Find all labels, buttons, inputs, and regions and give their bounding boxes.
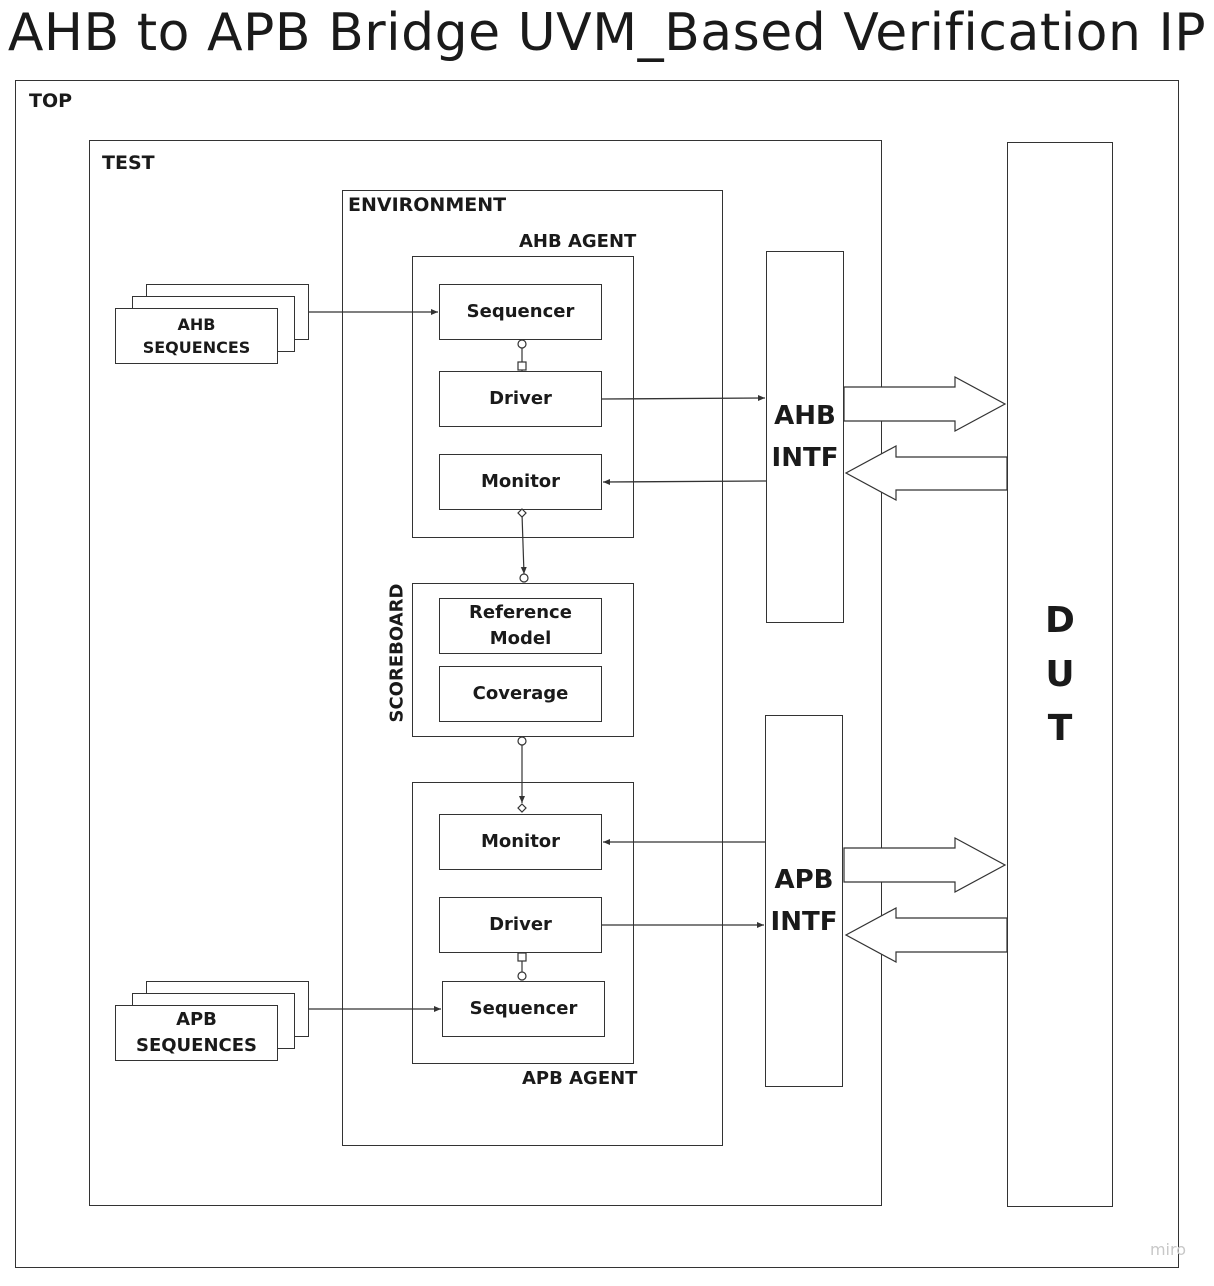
apb-driver-box: Driver	[439, 897, 602, 953]
ahb-intf-box: AHB INTF	[766, 251, 844, 623]
dut-box: D U T	[1007, 142, 1113, 1207]
apb-monitor-box: Monitor	[439, 814, 602, 870]
scoreboard-bottom-port-circle	[517, 736, 527, 746]
ahb-seq-port-circle	[517, 339, 527, 349]
apb-agent-container	[412, 782, 634, 1064]
miro-watermark: miro	[1149, 1240, 1186, 1259]
environment-container	[342, 190, 723, 1146]
environment-label: ENVIRONMENT	[348, 194, 507, 216]
apb-sequences-box: APB SEQUENCES	[115, 1005, 278, 1061]
coverage-box: Coverage	[439, 666, 602, 722]
dut-to-ahb-intf-block-arrow	[844, 444, 1008, 502]
apb-agent-label: APB AGENT	[522, 1068, 638, 1089]
apb-intf-box: APB INTF	[765, 715, 843, 1087]
diagram-title: AHB to APB Bridge UVM_Based Verification…	[7, 3, 1207, 63]
test-container	[89, 140, 882, 1206]
apb-sequencer-box: Sequencer	[442, 981, 605, 1037]
ahb-monitor-to-scoreboard-link	[520, 513, 527, 575]
ahb-driver-port-square	[517, 361, 527, 371]
top-container	[15, 80, 1179, 1268]
ahb-sequences-box: AHB SEQUENCES	[115, 308, 278, 364]
apb-driver-port-square	[517, 952, 527, 962]
dut-to-apb-intf-block-arrow	[844, 906, 1008, 964]
ahb-driver-box: Driver	[439, 371, 602, 427]
ahb-monitor-box: Monitor	[439, 454, 602, 510]
ahb-intf-to-dut-block-arrow	[843, 375, 1007, 433]
ahb-monitor-port-diamond	[517, 508, 527, 518]
apb-seq-port-circle	[517, 971, 527, 981]
ahb-agent-label: AHB AGENT	[519, 231, 637, 252]
scoreboard-top-port-circle	[519, 573, 529, 583]
scoreboard-container	[412, 583, 634, 737]
ahb-driver-to-intf-arrow	[601, 395, 766, 402]
ahb-intf-to-monitor-arrow	[602, 478, 767, 485]
apb-monitor-port-diamond	[517, 803, 527, 813]
ahb-sequencer-box: Sequencer	[439, 284, 602, 340]
apb-intf-to-dut-block-arrow	[843, 836, 1007, 894]
test-label: TEST	[102, 152, 155, 174]
top-label: TOP	[29, 90, 73, 112]
reference-model-box: Reference Model	[439, 598, 602, 654]
